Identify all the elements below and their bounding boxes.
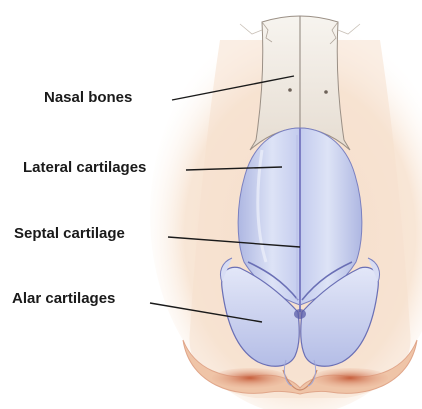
label-alar-cartilages: Alar cartilages bbox=[12, 290, 115, 308]
label-septal-cartilage: Septal cartilage bbox=[14, 225, 125, 243]
label-lateral-cartilages: Lateral cartilages bbox=[23, 159, 146, 177]
label-nasal-bones: Nasal bones bbox=[44, 89, 132, 107]
